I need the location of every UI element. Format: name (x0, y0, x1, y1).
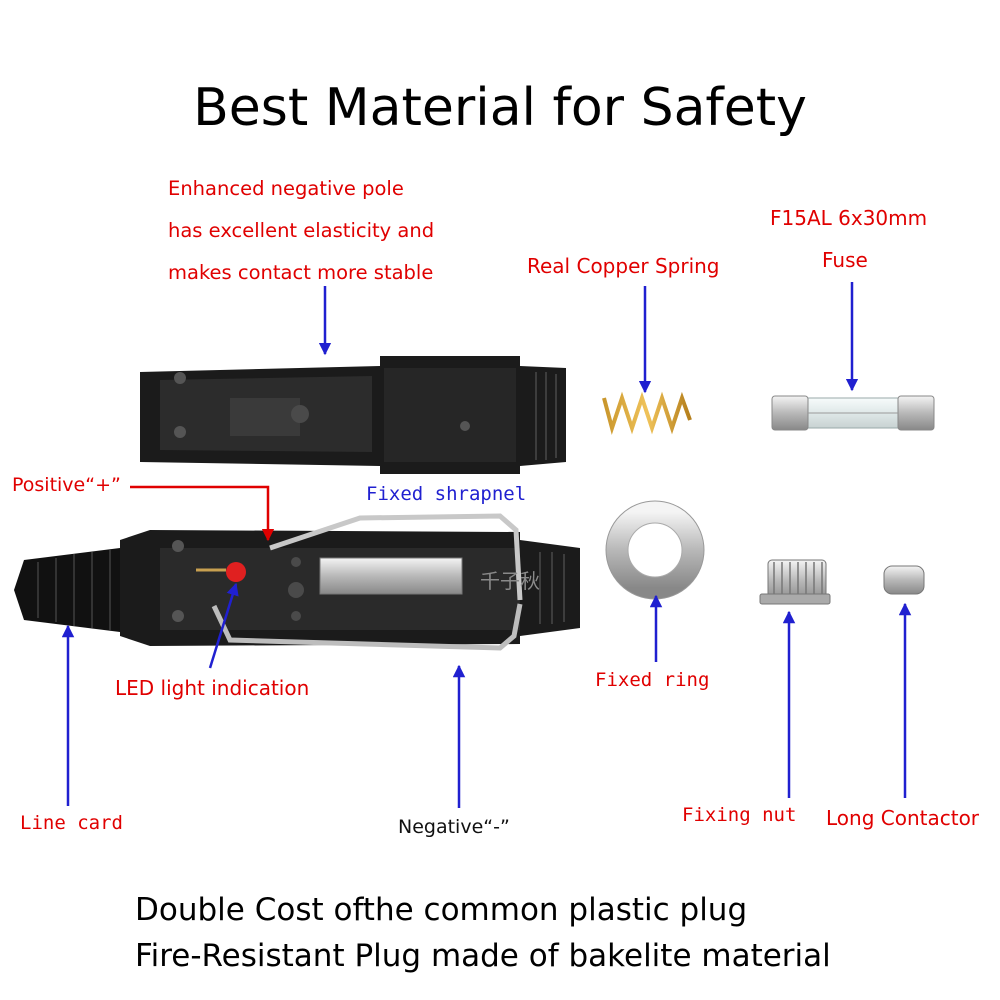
lower-plug-housing (14, 513, 580, 651)
label-real-copper-spring: Real Copper Spring (527, 254, 720, 278)
arrow-led (208, 582, 239, 669)
watermark-text: 千子秋 (480, 569, 540, 593)
label-long-contactor: Long Contactor (826, 806, 980, 830)
label-line-card: Line card (20, 812, 123, 834)
label-fixed-shrapnel: Fixed shrapnel (366, 483, 527, 505)
description-line-3: makes contact more stable (168, 261, 434, 284)
label-fuse: Fuse (822, 248, 868, 272)
upper-plug-housing (140, 356, 566, 474)
fixing-nut (759, 559, 831, 605)
fixed-ring (605, 500, 705, 600)
label-negative: Negative“-” (398, 816, 510, 838)
label-led-light-indication: LED light indication (115, 676, 310, 700)
long-contactor (883, 565, 925, 595)
page-title: Best Material for Safety (193, 78, 807, 138)
label-fuse-spec: F15AL 6x30mm (770, 206, 928, 230)
arrow-positive (130, 485, 275, 542)
description-line-2: has excellent elasticity and (168, 219, 435, 242)
bottom-line-2: Fire-Resistant Plug made of bakelite mat… (135, 938, 831, 974)
copper-spring (602, 391, 692, 435)
description-line-1: Enhanced negative pole (168, 177, 404, 200)
label-fixing-nut: Fixing nut (682, 804, 797, 826)
glass-fuse (771, 395, 935, 431)
label-fixed-ring: Fixed ring (595, 669, 710, 691)
bottom-line-1: Double Cost ofthe common plastic plug (135, 892, 748, 928)
label-positive: Positive“+” (12, 474, 121, 496)
